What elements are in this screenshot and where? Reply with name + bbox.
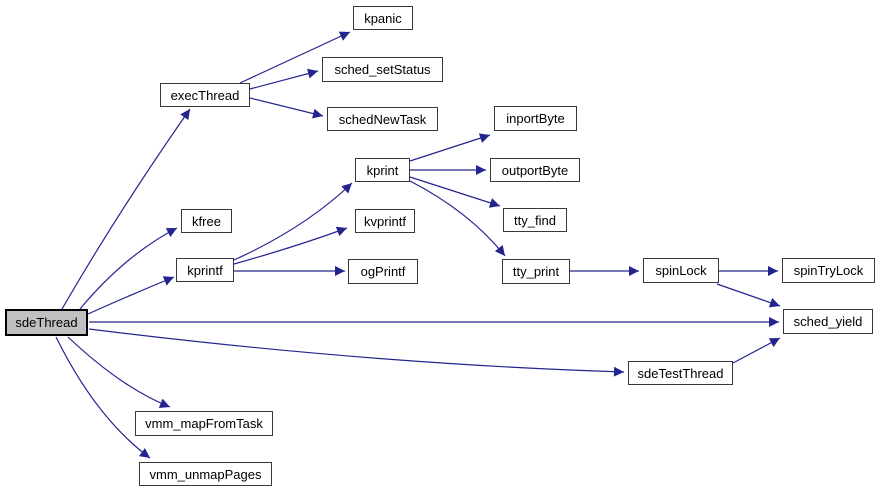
node-kfree[interactable]: kfree <box>181 209 232 233</box>
node-tty-print[interactable]: tty_print <box>502 259 570 284</box>
node-kprint[interactable]: kprint <box>355 158 410 182</box>
node-outport-byte[interactable]: outportByte <box>490 158 580 182</box>
node-sched-yield[interactable]: sched_yield <box>783 309 873 334</box>
node-kprintf[interactable]: kprintf <box>176 258 234 282</box>
node-og-printf[interactable]: ogPrintf <box>348 259 418 284</box>
node-tty-find[interactable]: tty_find <box>503 208 567 232</box>
node-vmm-map-from-task[interactable]: vmm_mapFromTask <box>135 411 273 436</box>
node-vmm-unmap-pages[interactable]: vmm_unmapPages <box>139 462 272 486</box>
node-sched-set-status[interactable]: sched_setStatus <box>322 57 443 82</box>
node-spin-lock[interactable]: spinLock <box>643 258 719 283</box>
node-kvprintf[interactable]: kvprintf <box>355 209 415 233</box>
node-sde-thread[interactable]: sdeThread <box>5 309 88 336</box>
node-exec-thread[interactable]: execThread <box>160 83 250 107</box>
node-sde-test-thread[interactable]: sdeTestThread <box>628 361 733 385</box>
node-sched-new-task[interactable]: schedNewTask <box>327 107 438 131</box>
node-kpanic[interactable]: kpanic <box>353 6 413 30</box>
node-spin-try-lock[interactable]: spinTryLock <box>782 258 875 283</box>
node-inport-byte[interactable]: inportByte <box>494 106 577 131</box>
